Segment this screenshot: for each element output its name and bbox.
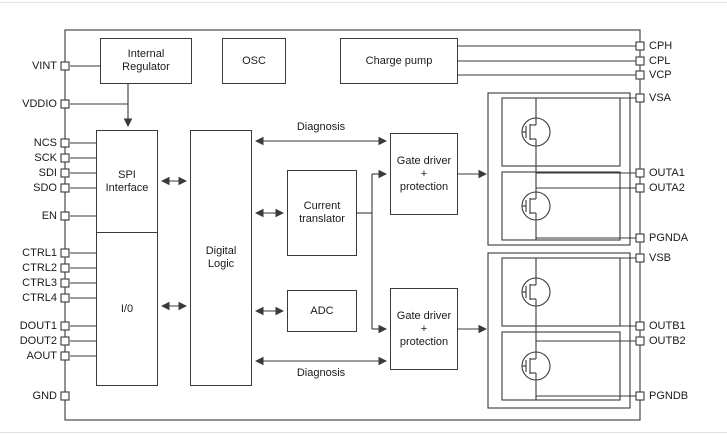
block-current-translator: Current translator: [287, 170, 357, 256]
pin-label-outb1: OUTB1: [649, 320, 686, 332]
pin-label-vddio: VDDIO: [22, 98, 57, 110]
half-bridge-b: [487, 252, 636, 409]
pin-label-vint: VINT: [31, 60, 57, 72]
left-pin-wires: [70, 65, 133, 357]
pin-square: [60, 336, 70, 346]
block-spi-io: SPI Interface I/0: [96, 130, 158, 386]
block-label-line: Internal: [127, 48, 165, 60]
block-label-line: protection: [399, 335, 449, 348]
pin-label-vsa: VSA: [649, 92, 672, 104]
pin-label-ncs: NCS: [33, 137, 57, 149]
pin-square: [60, 183, 70, 193]
pin-label-cph: CPH: [649, 40, 673, 52]
pin-label-dout2: DOUT2: [19, 335, 57, 347]
gate-driver-output-arrows: [458, 169, 488, 334]
pin-label-ctrl3: CTRL3: [22, 277, 57, 289]
pin-label-en: EN: [41, 210, 57, 222]
pin-square: [60, 263, 70, 273]
pin-square: [635, 93, 645, 103]
block-charge-pump: Charge pump: [340, 38, 458, 84]
right-pin-squares: [635, 41, 645, 401]
pin-label-ctrl1: CTRL1: [22, 247, 57, 259]
pin-label-cpl: CPL: [649, 55, 671, 67]
pin-square: [635, 70, 645, 80]
block-label-line: translator: [299, 213, 345, 225]
block-label-line: I/0: [120, 302, 134, 315]
pin-square: [60, 321, 70, 331]
block-label-line: Logic: [207, 258, 235, 270]
block-label-line: Current: [303, 200, 341, 212]
diagnosis-label-top: Diagnosis: [296, 121, 346, 133]
pin-square: [635, 168, 645, 178]
pin-label-pgndb: PGNDB: [649, 390, 689, 402]
block-spi-interface: SPI Interface: [97, 131, 157, 232]
block-label-line: protection: [399, 180, 449, 193]
pin-label-vsb: VSB: [649, 252, 672, 264]
block-label-line: +: [420, 322, 428, 335]
pin-square: [60, 391, 70, 401]
pin-square: [60, 211, 70, 221]
pin-square: [60, 351, 70, 361]
pin-square: [60, 293, 70, 303]
left-pin-squares: [60, 61, 70, 401]
pin-square: [635, 183, 645, 193]
block-osc: OSC: [222, 38, 286, 84]
block-adc: ADC: [287, 290, 357, 332]
mosfet-icon: [521, 277, 551, 307]
pin-square: [635, 41, 645, 51]
pin-square: [60, 153, 70, 163]
pin-label-sdo: SDO: [33, 182, 57, 194]
pin-square: [60, 138, 70, 148]
pin-label-sdi: SDI: [38, 167, 57, 179]
pin-label-dout1: DOUT1: [19, 320, 57, 332]
pin-square: [60, 278, 70, 288]
pin-label-ctrl2: CTRL2: [22, 262, 57, 274]
pin-square: [635, 336, 645, 346]
block-label-line: +: [420, 167, 428, 180]
block-label-line: Charge pump: [365, 54, 433, 67]
pin-label-pgnda: PGNDA: [649, 232, 689, 244]
half-bridge-a: [487, 92, 636, 246]
translator-to-gate-driver-wires: [357, 169, 388, 334]
block-label-line: SPI: [118, 168, 136, 181]
pin-label-aout: AOUT: [26, 350, 57, 362]
block-label-line: Regulator: [122, 61, 170, 73]
mosfet-icon: [521, 191, 551, 221]
pin-square: [635, 233, 645, 243]
pin-square: [60, 168, 70, 178]
frame-border-top: [0, 2, 727, 3]
pin-square: [635, 56, 645, 66]
pin-square: [635, 321, 645, 331]
pin-label-sck: SCK: [34, 152, 57, 164]
block-label-line: Digital: [205, 245, 237, 257]
block-label-line: OSC: [242, 54, 266, 67]
block-gate-driver-a: Gate driver + protection: [390, 133, 458, 215]
block-digital-logic: Digital Logic: [190, 130, 252, 386]
block-internal-regulator: Internal Regulator: [100, 38, 192, 84]
pin-label-outa2: OUTA2: [649, 182, 685, 194]
pin-square: [60, 61, 70, 71]
block-label-line: ADC: [310, 304, 334, 317]
pin-label-ctrl4: CTRL4: [22, 292, 57, 304]
block-label-line: Gate driver: [396, 309, 452, 322]
bus-arrows: [160, 136, 388, 366]
mosfet-icon: [521, 117, 551, 147]
frame-border-bottom: [0, 432, 727, 433]
pin-square: [60, 248, 70, 258]
block-label-line: Interface: [105, 181, 149, 194]
pin-label-vcp: VCP: [649, 69, 672, 81]
mosfet-icon: [521, 351, 551, 381]
block-gate-driver-b: Gate driver + protection: [390, 288, 458, 370]
pin-label-gnd: GND: [32, 390, 57, 402]
block-io: I/0: [97, 232, 157, 385]
pin-label-outb2: OUTB2: [649, 335, 686, 347]
chip-boundary: [64, 29, 641, 421]
pin-square: [635, 253, 645, 263]
charge-pump-wires: [458, 45, 636, 76]
pin-square: [60, 99, 70, 109]
pin-label-outa1: OUTA1: [649, 167, 685, 179]
diagnosis-label-bottom: Diagnosis: [296, 367, 346, 379]
pin-square: [635, 391, 645, 401]
block-label-line: Gate driver: [396, 154, 452, 167]
